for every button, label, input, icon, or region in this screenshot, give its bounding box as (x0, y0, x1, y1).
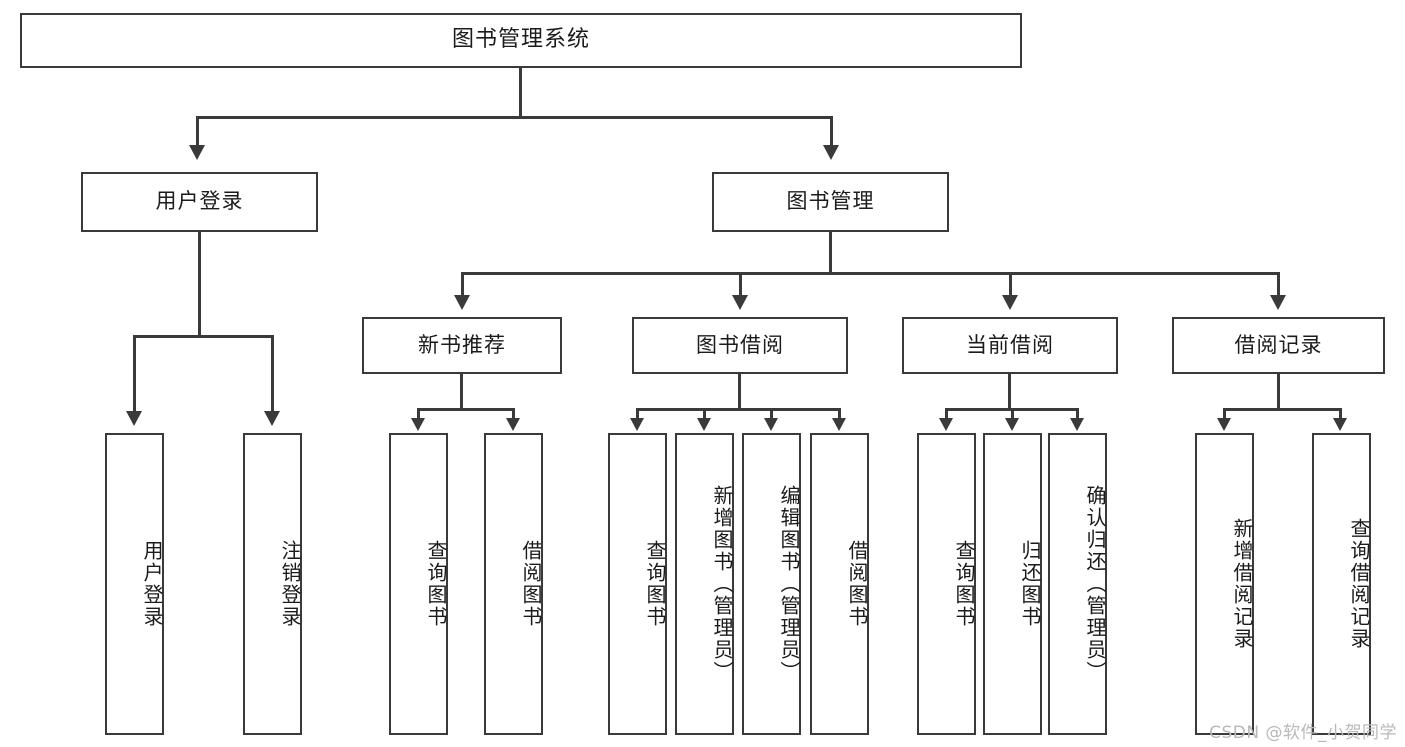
connector-user-login-trunk (198, 232, 201, 337)
node-label: 归还图书 (1018, 540, 1042, 628)
connector-current-borrow-leaf2 (1011, 408, 1014, 420)
connector-new-book-trunk (460, 374, 463, 410)
leaf-borrow-book-borrow[interactable]: 借阅图书 (810, 433, 869, 735)
arrowhead-leaf-user-login (126, 411, 142, 426)
connector-user-login-leaf2 (271, 335, 274, 413)
arrowhead-leaf-query-book-2 (630, 418, 644, 431)
arrowhead-leaf-add-book (697, 418, 711, 431)
connector-borrow-record-bus (1223, 408, 1341, 411)
node-book-borrowing[interactable]: 图书借阅 (632, 317, 848, 374)
node-borrowing-record[interactable]: 借阅记录 (1172, 317, 1385, 374)
arrowhead-current-borrow (1002, 295, 1018, 310)
leaf-confirm-return-admin[interactable]: 确认归还（管理员） (1048, 433, 1107, 735)
connector-to-book-borrow (739, 272, 742, 297)
connector-borrow-record-leaf2 (1339, 408, 1342, 420)
node-label: 借阅图书 (845, 540, 869, 628)
node-label: 用户登录 (155, 189, 244, 214)
node-label: 新书推荐 (418, 332, 506, 357)
arrowhead-leaf-return-book (1005, 418, 1019, 431)
leaf-add-book-admin[interactable]: 新增图书（管理员） (675, 433, 734, 735)
connector-new-book-leaf1 (417, 408, 420, 420)
node-label: 图书管理系统 (451, 27, 590, 53)
connector-borrow-record-leaf1 (1223, 408, 1226, 420)
node-label: 借阅图书 (519, 540, 543, 628)
connector-root-trunk (519, 68, 522, 118)
leaf-query-book-borrow[interactable]: 查询图书 (608, 433, 667, 735)
node-label: 当前借阅 (966, 332, 1054, 357)
arrowhead-leaf-edit-book (764, 418, 778, 431)
node-label: 确认归还（管理员） (1083, 485, 1107, 683)
connector-book-borrow-leaf4 (838, 408, 841, 420)
arrowhead-leaf-logout (264, 411, 280, 426)
arrowhead-user-login (189, 145, 205, 160)
csdn-watermark: CSDN @软件_小贺同学 (1209, 723, 1397, 743)
node-label: 新增图书（管理员） (710, 485, 734, 683)
connector-current-borrow-leaf3 (1076, 408, 1079, 420)
node-current-borrowing[interactable]: 当前借阅 (902, 317, 1118, 374)
connector-new-book-leaf2 (512, 408, 515, 420)
connector-user-login-leaf1 (133, 335, 136, 413)
connector-book-mgmt-trunk (829, 232, 832, 274)
connector-level2-bus (196, 116, 833, 119)
connector-book-borrow-bus (636, 408, 840, 411)
connector-book-borrow-trunk (738, 374, 741, 410)
arrowhead-book-borrow (732, 295, 748, 310)
leaf-logout[interactable]: 注销登录 (243, 433, 302, 735)
node-user-login[interactable]: 用户登录 (81, 172, 318, 232)
node-label: 查询图书 (643, 540, 667, 628)
connector-book-borrow-leaf1 (636, 408, 639, 420)
connector-new-book-bus (417, 408, 514, 411)
leaf-query-book-current[interactable]: 查询图书 (917, 433, 976, 735)
node-label: 图书借阅 (696, 332, 784, 357)
leaf-borrow-book-new[interactable]: 借阅图书 (484, 433, 543, 735)
arrowhead-leaf-borrow-book-2 (832, 418, 846, 431)
connector-book-borrow-leaf2 (703, 408, 706, 420)
connector-level3-bus (461, 272, 1279, 275)
connector-root-to-book-mgmt (830, 116, 833, 148)
node-book-management[interactable]: 图书管理 (712, 172, 949, 232)
arrowhead-new-book (454, 295, 470, 310)
node-label: 查询借阅记录 (1347, 518, 1371, 650)
connector-root-to-user-login (196, 116, 199, 148)
arrowhead-leaf-confirm-return (1070, 418, 1084, 431)
connector-current-borrow-trunk (1008, 374, 1011, 410)
leaf-query-book-new[interactable]: 查询图书 (389, 433, 448, 735)
connector-book-borrow-leaf3 (770, 408, 773, 420)
node-label: 新增借阅记录 (1230, 518, 1254, 650)
connector-to-borrow-record (1277, 272, 1280, 297)
leaf-edit-book-admin[interactable]: 编辑图书（管理员） (742, 433, 801, 735)
node-label: 查询图书 (424, 540, 448, 628)
leaf-add-borrow-record[interactable]: 新增借阅记录 (1195, 433, 1254, 735)
connector-user-login-bus (133, 335, 271, 338)
connector-to-new-book (461, 272, 464, 297)
arrowhead-leaf-query-book-3 (939, 418, 953, 431)
connector-to-current-borrow (1009, 272, 1012, 297)
leaf-query-borrow-record[interactable]: 查询借阅记录 (1312, 433, 1371, 735)
node-root-system[interactable]: 图书管理系统 (20, 13, 1022, 68)
arrowhead-leaf-query-record (1333, 418, 1347, 431)
arrowhead-leaf-add-record (1217, 418, 1231, 431)
node-label: 图书管理 (786, 189, 875, 214)
arrowhead-book-mgmt (823, 145, 839, 160)
leaf-return-book[interactable]: 归还图书 (983, 433, 1042, 735)
node-label: 借阅记录 (1234, 332, 1323, 357)
leaf-user-login[interactable]: 用户登录 (105, 433, 164, 735)
arrowhead-borrow-record (1270, 295, 1286, 310)
connector-current-borrow-leaf1 (945, 408, 948, 420)
node-new-book-recommend[interactable]: 新书推荐 (362, 317, 562, 374)
node-label: 查询图书 (952, 540, 976, 628)
arrowhead-leaf-borrow-book-1 (506, 418, 520, 431)
node-label: 注销登录 (278, 540, 302, 628)
node-label: 用户登录 (140, 540, 164, 628)
connector-borrow-record-trunk (1277, 374, 1280, 410)
arrowhead-leaf-query-book-1 (411, 418, 425, 431)
node-label: 编辑图书（管理员） (777, 485, 801, 683)
